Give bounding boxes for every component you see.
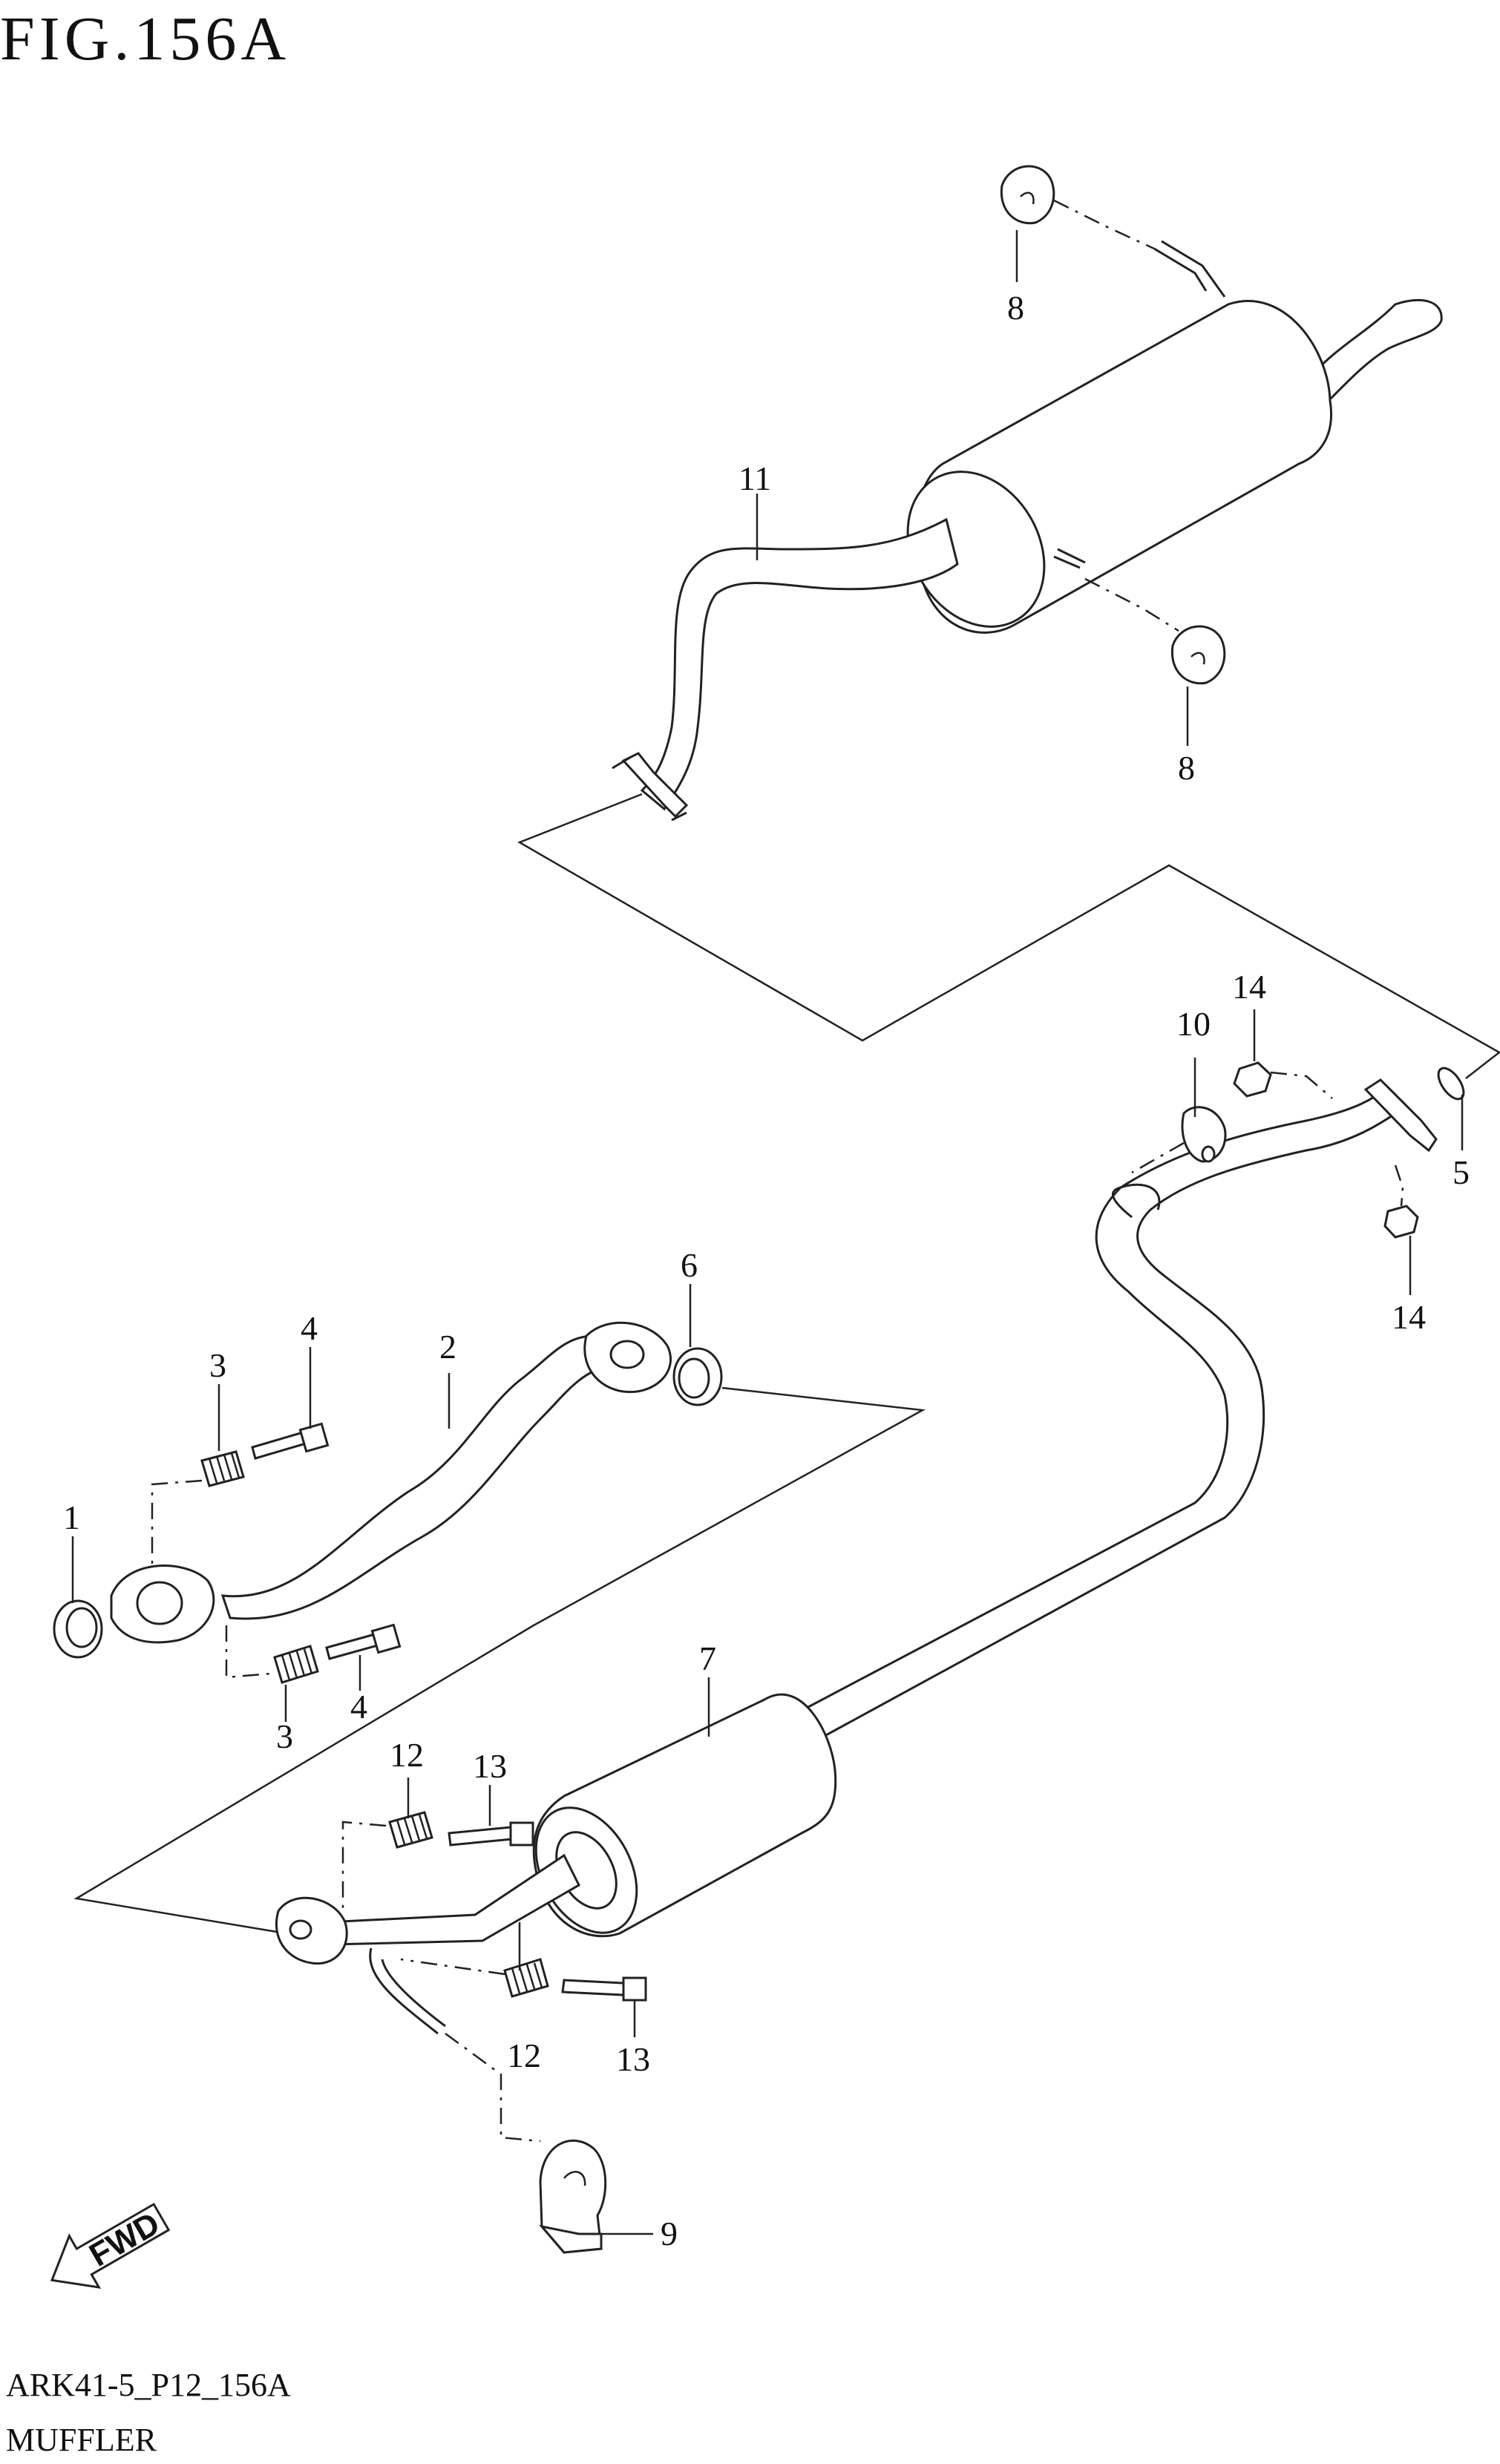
callout-12-upper: 12 [390, 1736, 424, 1774]
callout-8-upper: 8 [1007, 289, 1024, 327]
callout-10: 10 [1176, 1005, 1211, 1043]
callout-3-upper: 3 [209, 1346, 226, 1384]
gasket-6 [672, 1347, 723, 1406]
hanger-8-lower [1170, 625, 1226, 685]
fwd-label: FWD [83, 2205, 166, 2274]
reference-plane-upper [517, 793, 1500, 1079]
leader-lines [71, 230, 1464, 2235]
callout-14-lower: 14 [1392, 1298, 1426, 1336]
gasket-1 [53, 1599, 103, 1659]
figure-code: ARK41-5_P12_156A [6, 2367, 291, 2403]
nut-14-lower [1383, 1205, 1419, 1239]
callout-4-lower: 4 [350, 1688, 367, 1726]
callout-8-lower: 8 [1178, 749, 1195, 787]
hanger-8-upper [1000, 165, 1055, 225]
nut-14-upper [1233, 1061, 1272, 1098]
spring-12-lower [503, 1958, 549, 1998]
callout-6: 6 [681, 1246, 698, 1284]
assembly-lines [151, 199, 1404, 2143]
figure-title: FIG.156A [0, 4, 291, 73]
spring-3-lower [273, 1645, 319, 1684]
callout-4-upper: 4 [301, 1309, 318, 1347]
callout-7: 7 [699, 1639, 716, 1677]
hanger-9 [539, 2139, 607, 2254]
bolt-13-upper [448, 1821, 534, 1847]
callout-5: 5 [1452, 1153, 1470, 1191]
callout-3-lower: 3 [276, 1717, 293, 1755]
callout-14-upper: 14 [1232, 968, 1266, 1006]
callout-11: 11 [738, 459, 771, 497]
bolt-4-lower [325, 1623, 402, 1660]
spring-3-upper [200, 1450, 245, 1487]
callout-1: 1 [63, 1498, 80, 1536]
center-muffler [275, 1078, 1438, 2035]
callout-2: 2 [439, 1328, 456, 1366]
bolt-4-upper [251, 1422, 330, 1460]
front-pipe [110, 1321, 672, 1644]
bolt-13-lower [561, 1976, 647, 2002]
rear-muffler [612, 240, 1443, 822]
gasket-5 [1437, 1066, 1465, 1101]
spring-12-upper [388, 1811, 433, 1849]
reference-plane-lower [73, 1386, 926, 1933]
callout-labels: 1 2 3 3 4 4 5 6 7 8 8 9 10 11 12 12 13 1… [63, 289, 1470, 2252]
callout-9: 9 [661, 2215, 678, 2252]
hanger-10 [1181, 1106, 1227, 1163]
callout-12-lower: 12 [507, 2037, 541, 2074]
fwd-arrow: FWD [50, 2202, 171, 2289]
callout-13-upper: 13 [473, 1747, 507, 1785]
callout-13-lower: 13 [616, 2040, 650, 2078]
figure-name: MUFFLER [6, 2422, 157, 2458]
